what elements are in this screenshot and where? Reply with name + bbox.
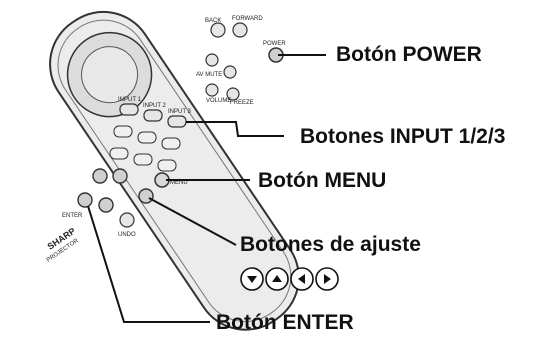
enter-callout: Botón ENTER (216, 311, 354, 334)
dir-key-down[interactable] (92, 168, 108, 184)
left-arrow-icon (290, 267, 314, 291)
enter-leader (87, 205, 210, 323)
undo-key[interactable] (119, 212, 135, 228)
input-callout: Botones INPUT 1/2/3 (300, 125, 506, 148)
input2-key[interactable] (143, 109, 163, 122)
input1-key[interactable] (119, 103, 139, 116)
direction-keys (77, 168, 154, 228)
leader-lines (87, 54, 326, 323)
back-key[interactable] (210, 22, 226, 38)
label-freeze: FREEZE (230, 100, 254, 106)
up-arrow-icon (265, 267, 289, 291)
key-minus-right[interactable] (226, 87, 240, 101)
label-menu: MENU (170, 180, 188, 186)
remote-body (49, 10, 300, 331)
dir-key-right[interactable] (98, 197, 114, 213)
label-enter: ENTER (62, 213, 83, 219)
label-input1: INPUT 1 (118, 97, 142, 103)
label-input3: INPUT 3 (168, 109, 192, 115)
power-callout: Botón POWER (336, 43, 482, 66)
label-forward: FORWARD (232, 16, 263, 22)
input-leader (186, 121, 284, 137)
adjust-callout: Botones de ajuste (240, 233, 421, 256)
dir-key-up[interactable] (112, 168, 128, 184)
label-back: BACK (205, 18, 221, 24)
key-minus-left[interactable] (205, 83, 219, 97)
key-plus-right[interactable] (223, 65, 237, 79)
label-input2: INPUT 2 (143, 103, 167, 109)
key-plus-left[interactable] (205, 53, 219, 67)
top-keys (205, 22, 284, 101)
dir-key-left[interactable] (77, 192, 93, 208)
adjust-leader (148, 197, 237, 246)
dir-key-extra[interactable] (138, 188, 154, 204)
label-power: POWER (263, 41, 286, 47)
right-arrow-icon (315, 267, 339, 291)
forward-key[interactable] (232, 22, 248, 38)
down-arrow-icon (240, 267, 264, 291)
label-volume: VOLUME (206, 98, 231, 104)
label-undo: UNDO (118, 232, 136, 238)
menu-callout: Botón MENU (258, 169, 387, 192)
label-av-mute: AV MUTE (196, 72, 222, 78)
